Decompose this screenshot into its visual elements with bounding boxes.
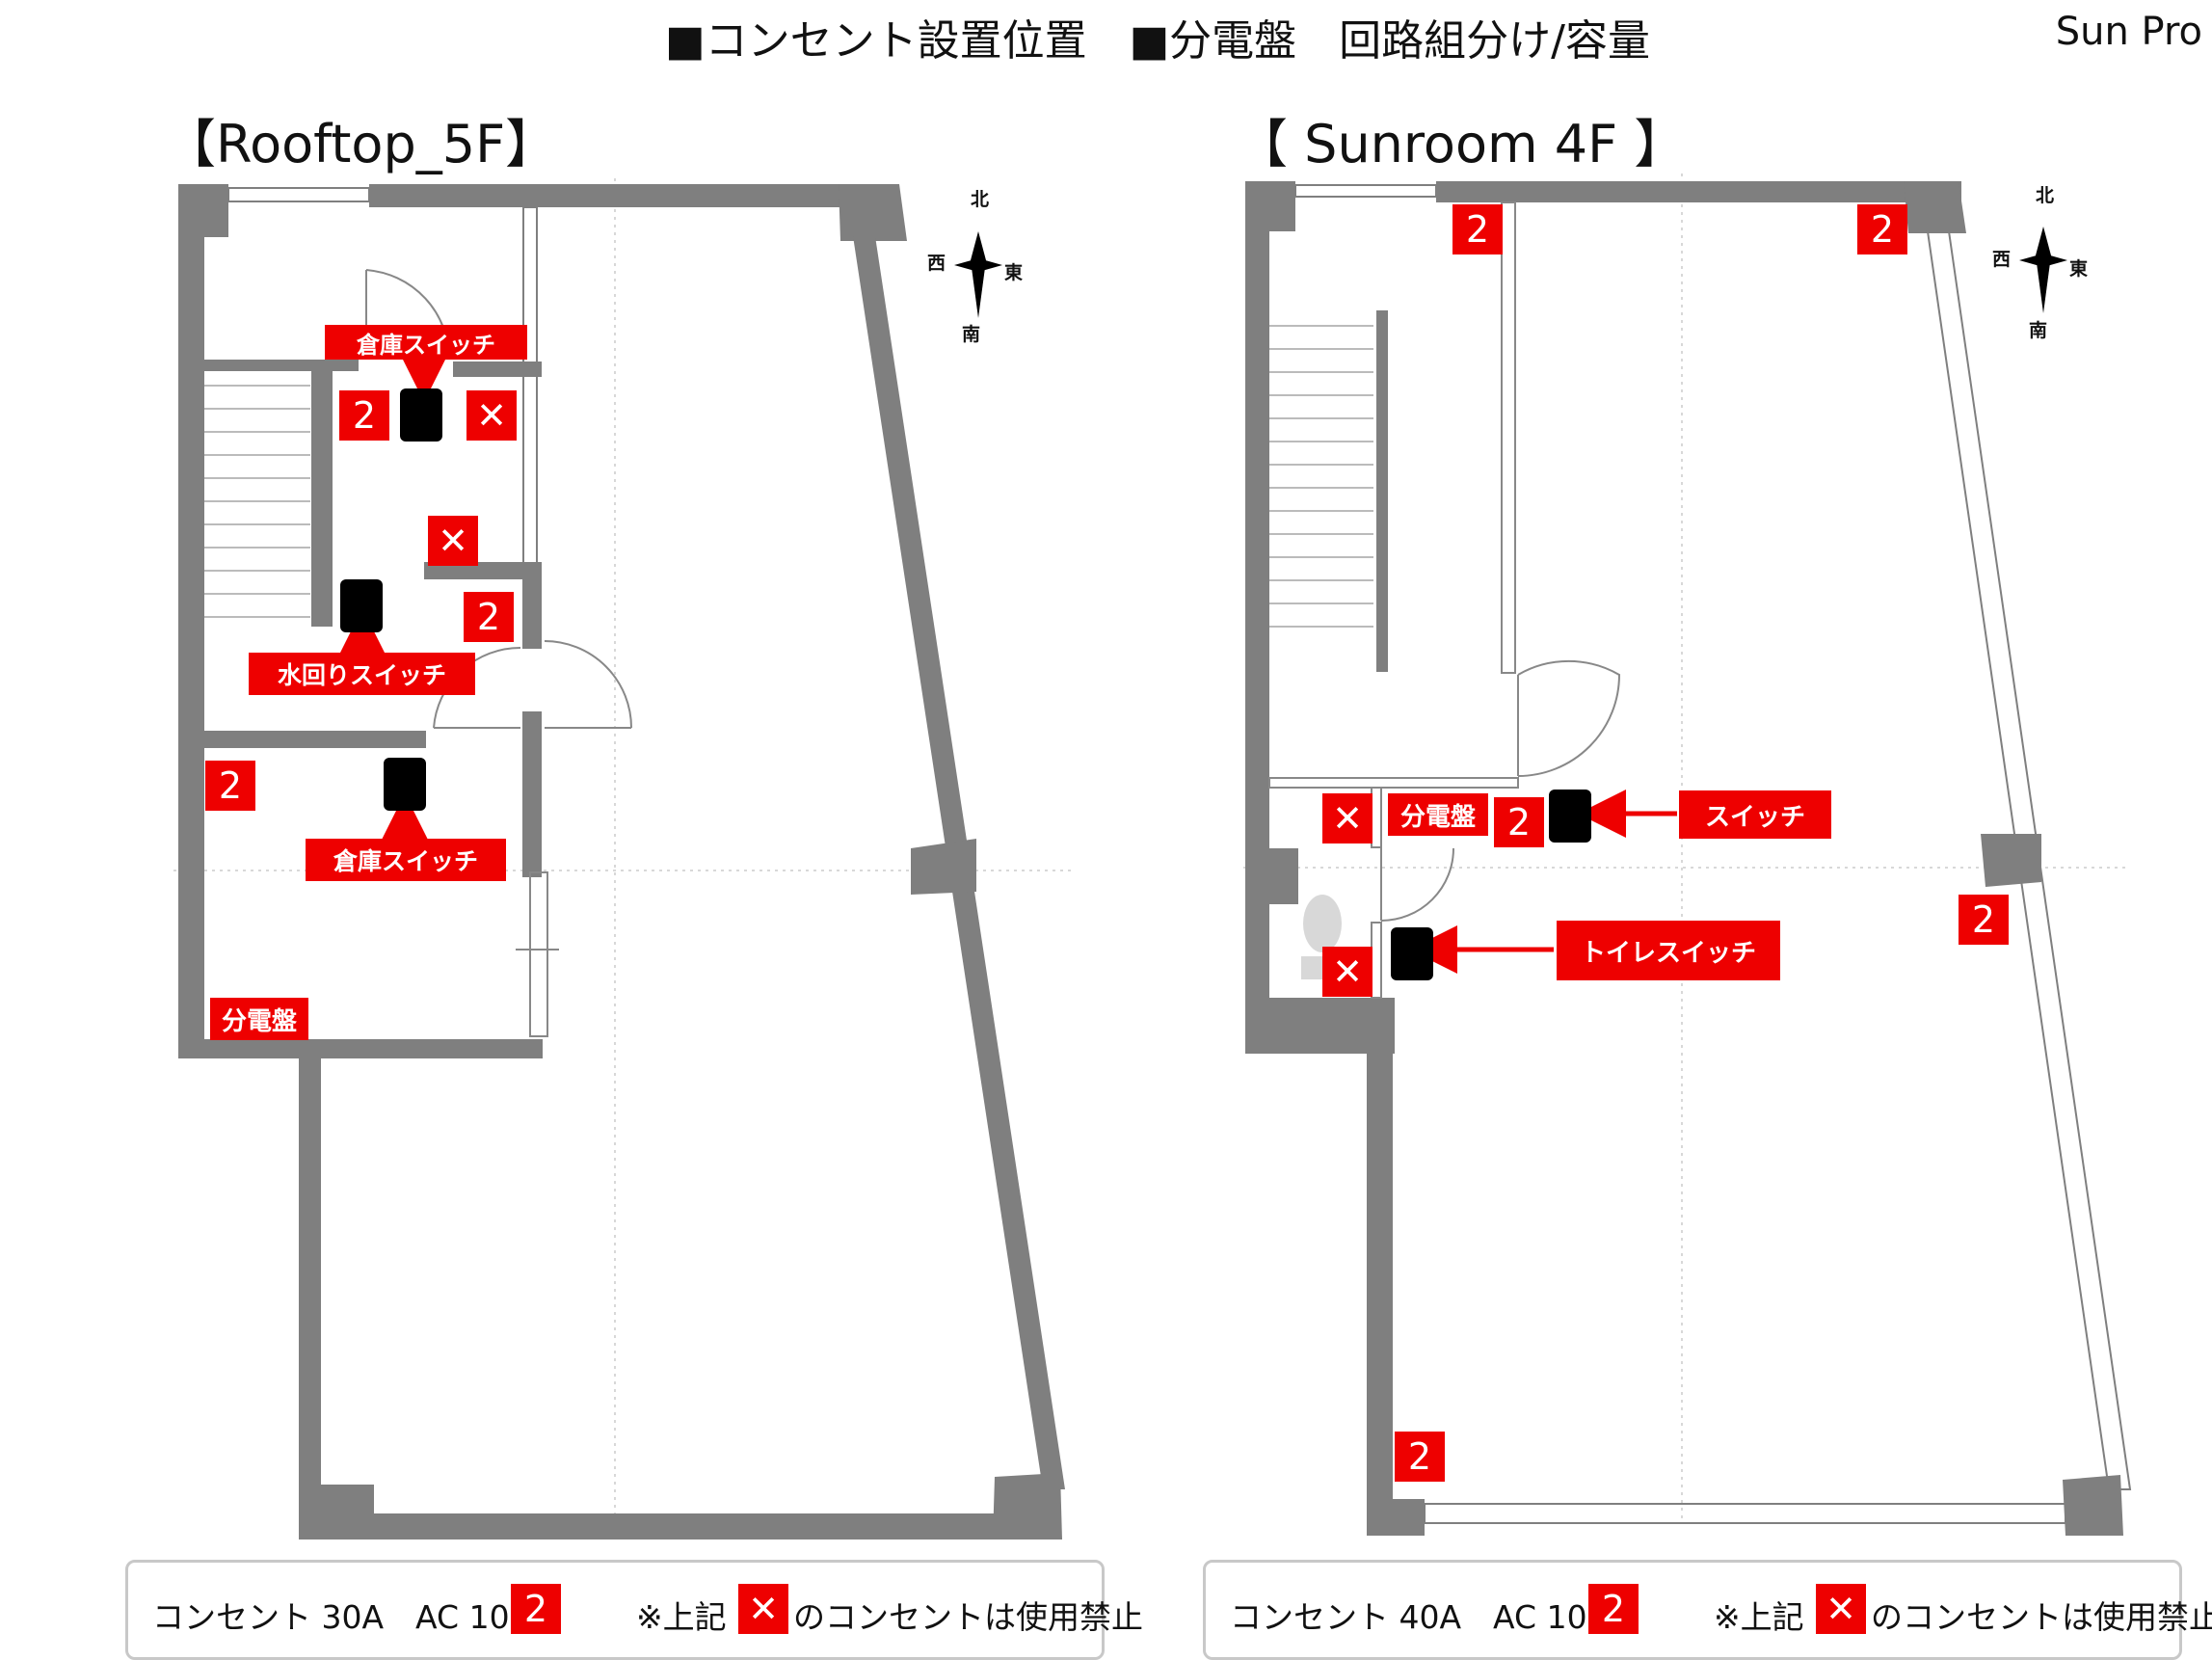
floor-title-sunroom: 【 Sunroom 4F 】 xyxy=(1236,114,1687,174)
compass-east: 東 xyxy=(2069,258,2089,280)
rooftop-plan xyxy=(173,178,1075,1540)
legend-note-suffix: のコンセントは使用禁止 xyxy=(793,1598,1143,1636)
legend-sunroom: コンセント 40A AC 100V 2 ※上記 ✕ のコンセントは使用禁止 xyxy=(1203,1560,2212,1660)
legend-capacity: コンセント 40A AC 100V xyxy=(1230,1598,1630,1636)
floor-title-rooftop: 【Rooftop_5F】 xyxy=(164,114,558,174)
compass-east: 東 xyxy=(1004,262,1024,283)
outlet-2: 2 xyxy=(205,761,255,811)
outlet-forbidden: ✕ xyxy=(1322,947,1373,997)
switch-block xyxy=(384,758,426,811)
compass-north: 北 xyxy=(971,189,990,210)
storage-switch-label: 倉庫スイッチ xyxy=(306,839,506,881)
legend-note-prefix: ※上記 xyxy=(636,1598,727,1636)
compass-west: 西 xyxy=(1992,249,2012,270)
legend-outlet-2: 2 xyxy=(511,1584,561,1634)
legend-forbidden: ✕ xyxy=(1816,1584,1866,1634)
switch-block xyxy=(340,579,383,632)
outlet-2: 2 xyxy=(339,390,389,441)
sunroom-plan xyxy=(1243,174,2132,1536)
switch-block xyxy=(1391,927,1433,980)
distribution-panel-label: 分電盤 xyxy=(210,998,308,1040)
legend-note-prefix: ※上記 xyxy=(1714,1598,1804,1636)
page-title: ■コンセント設置位置 ■分電盤 回路組分け/容量 xyxy=(665,16,1650,66)
compass-south: 南 xyxy=(962,324,981,345)
storage-switch-label: 倉庫スイッチ xyxy=(325,325,527,360)
legend-capacity: コンセント 30A AC 100V xyxy=(152,1598,552,1636)
switch-block xyxy=(400,388,442,442)
switch-label: スイッチ xyxy=(1679,790,1831,839)
legend-outlet-2: 2 xyxy=(1588,1584,1639,1634)
compass-south: 南 xyxy=(2029,320,2048,341)
compass-west: 西 xyxy=(927,253,946,274)
outlet-2: 2 xyxy=(464,592,514,642)
compass-north: 北 xyxy=(2036,185,2055,206)
outlet-forbidden: ✕ xyxy=(466,390,517,441)
water-switch-label: 水回りスイッチ xyxy=(249,653,475,695)
outlet-2: 2 xyxy=(1395,1432,1445,1482)
legend-rooftop: コンセント 30A AC 100V 2 ※上記 ✕ のコンセントは使用禁止 xyxy=(125,1560,1143,1660)
compass-rooftop xyxy=(954,231,1002,318)
brand-name: Sun Pro xyxy=(2055,10,2202,54)
switch-block xyxy=(1549,790,1591,843)
outlet-forbidden: ✕ xyxy=(1322,793,1373,843)
legend-forbidden: ✕ xyxy=(738,1584,788,1634)
outlet-2: 2 xyxy=(1857,204,1907,254)
compass-sunroom xyxy=(2019,227,2067,313)
legend-note-suffix: のコンセントは使用禁止 xyxy=(1871,1598,2212,1636)
outlet-forbidden: ✕ xyxy=(428,516,478,566)
outlet-2: 2 xyxy=(1452,204,1503,254)
toilet-switch-label: トイレスイッチ xyxy=(1557,921,1780,980)
outlet-2: 2 xyxy=(1494,797,1544,847)
outlet-2: 2 xyxy=(1959,895,2009,945)
distribution-panel-label: 分電盤 xyxy=(1388,793,1488,836)
